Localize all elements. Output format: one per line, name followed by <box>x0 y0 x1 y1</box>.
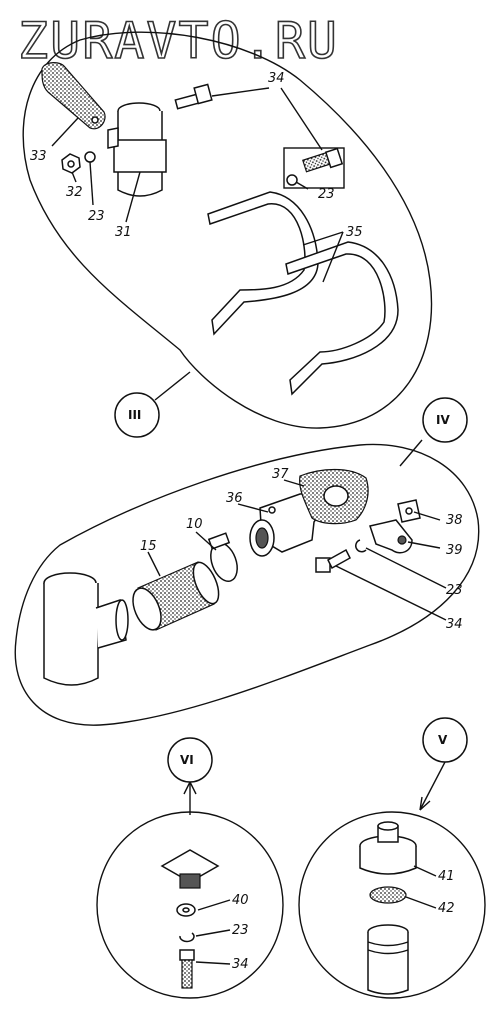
tube-31-part <box>107 102 167 197</box>
view-v-outline <box>298 811 486 999</box>
clamp-10-part <box>207 532 238 582</box>
bolt-34-view6-part <box>179 949 195 989</box>
view-vi-outline <box>96 811 284 999</box>
callout-40: 40 <box>232 893 249 908</box>
callout-31: 31 <box>115 225 132 240</box>
callout-34-view3: 34 <box>268 71 285 86</box>
callout-23-view4: 23 <box>446 583 463 598</box>
view-iv-outline <box>14 443 480 726</box>
site-watermark: ZURAVTO.RU <box>18 12 339 70</box>
callout-34-view6: 34 <box>232 957 249 972</box>
callout-39: 39 <box>446 543 463 558</box>
view-iv-label: IV <box>436 413 450 427</box>
bolt-34-part <box>174 83 213 110</box>
lock-washer-23-part <box>355 539 367 553</box>
callout-10: 10 <box>186 517 203 532</box>
filter-disc-42-part <box>369 886 407 904</box>
callout-23-view6: 23 <box>232 923 249 938</box>
plate-38-part <box>397 499 421 523</box>
view-iii-group: 34 33 32 23 31 23 35 III <box>22 31 433 438</box>
bracket-33-part <box>41 62 106 130</box>
clamp-35-upper-part <box>207 191 319 336</box>
callout-15: 15 <box>140 539 157 554</box>
view-iii-marker <box>114 392 160 438</box>
inset-bolt-part <box>283 147 345 189</box>
exhaust-elbow-part <box>43 572 129 686</box>
gasket-37-part <box>299 468 369 525</box>
nut-32-part <box>61 153 81 174</box>
view-v-group: V 41 42 <box>298 717 486 999</box>
view-iv-group: 37 36 10 15 38 39 23 34 IV <box>14 397 480 726</box>
view-iii-label: III <box>128 408 141 422</box>
clamp-35-lower-part <box>285 241 399 396</box>
plate-nut-part <box>160 849 220 889</box>
washer-23-part <box>84 151 96 163</box>
filler-cap-41-part <box>359 821 417 875</box>
callout-35: 35 <box>346 225 363 240</box>
flange-pipe-36-part <box>249 493 319 557</box>
bracket-39-part <box>369 519 413 554</box>
callout-37: 37 <box>272 467 289 482</box>
callout-23-view3-right: 23 <box>318 187 335 202</box>
callout-36: 36 <box>226 491 243 506</box>
callout-42: 42 <box>438 901 455 916</box>
callout-32: 32 <box>66 185 83 200</box>
view-iv-marker <box>422 397 468 443</box>
filler-neck-part <box>367 924 409 995</box>
callout-38: 38 <box>446 513 463 528</box>
lock-washer-23-view6-part <box>179 932 195 943</box>
view-vi-group: VI 40 23 34 <box>96 737 284 999</box>
callout-23-view3-left: 23 <box>88 209 105 224</box>
view-iii-outline <box>22 31 433 429</box>
view-vi-label: VI <box>180 753 194 767</box>
callout-33: 33 <box>30 149 47 164</box>
callout-34-view4: 34 <box>446 617 463 632</box>
view-v-label: V <box>438 733 448 747</box>
callout-41: 41 <box>438 869 455 884</box>
pipe-15-part <box>132 561 220 631</box>
bolt-34-view4-part <box>315 548 351 573</box>
washer-40-part <box>176 903 196 917</box>
